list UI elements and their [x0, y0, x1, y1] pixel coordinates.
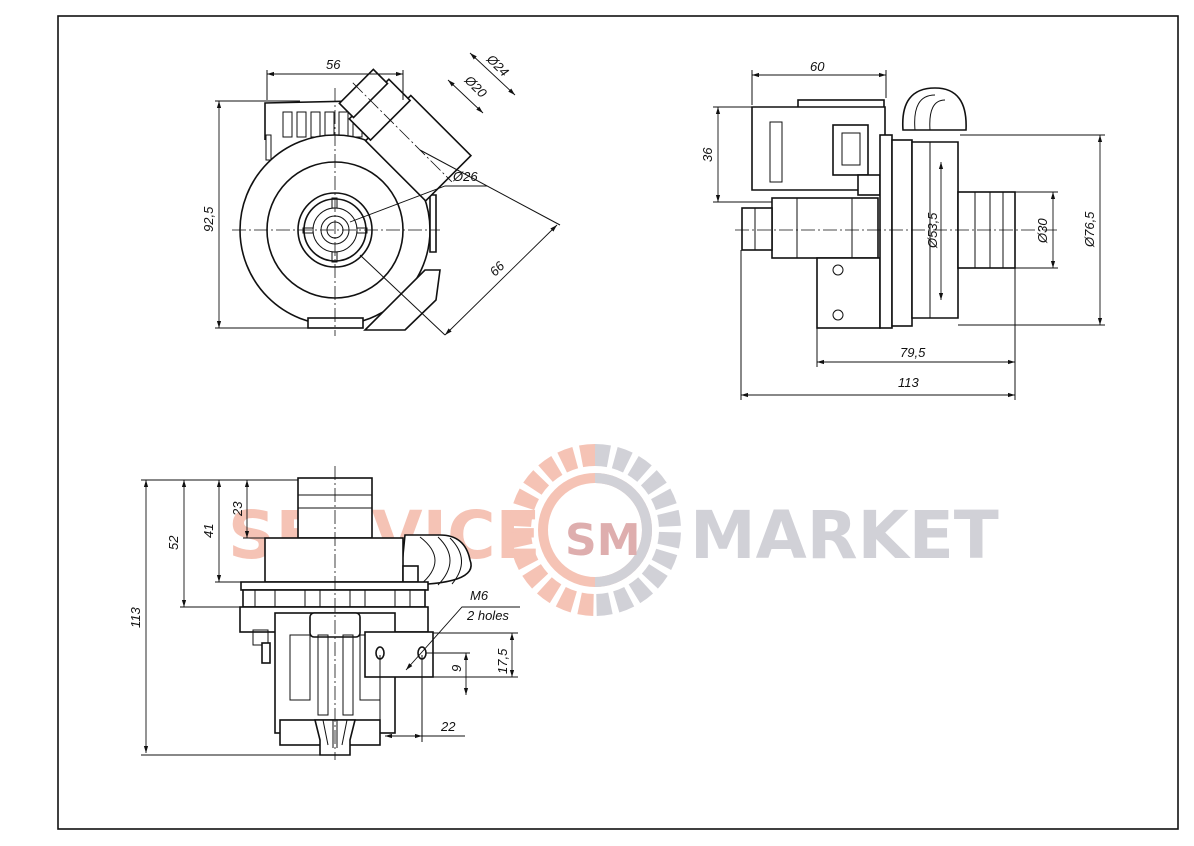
dim-flange-diameter: Ø53,5 — [925, 212, 940, 249]
watermark-market-text: MARKET — [690, 497, 999, 574]
gear-logo-icon: SM — [509, 444, 681, 616]
watermark: SERVICE SM MARKET — [228, 444, 999, 616]
dim-inlet-diameter: Ø26 — [452, 169, 478, 184]
dim-body-height: 41 — [201, 524, 216, 538]
dim-top-width: 60 — [810, 59, 825, 74]
top-view: 113 52 41 23 M6 2 holes 17,5 9 22 — [128, 466, 520, 760]
dim-width: 56 — [326, 57, 341, 72]
thread-label: M6 — [470, 588, 489, 603]
dim-flange-height: 52 — [166, 535, 181, 550]
holes-note: 2 holes — [466, 608, 509, 623]
dim-total-height: 113 — [128, 607, 143, 628]
dim-height: 92,5 — [201, 206, 216, 232]
side-view: 60 36 Ø53,5 Ø30 Ø76,5 79,5 113 — [700, 59, 1105, 400]
dim-pump-length: 79,5 — [900, 345, 926, 360]
dim-hole-offset: 9 — [449, 665, 464, 672]
dim-top-height: 36 — [700, 147, 715, 162]
dim-inlet-height: 23 — [230, 501, 245, 517]
front-view: 56 92,5 66 Ø24 Ø20 Ø26 — [201, 51, 561, 336]
logo-letters: SM — [565, 515, 640, 566]
drawing-frame — [57, 15, 1179, 830]
dim-housing-diameter: Ø76,5 — [1082, 211, 1097, 248]
dim-bracket-height: 17,5 — [495, 648, 510, 674]
dim-outlet-outer-diameter: Ø24 — [483, 51, 512, 80]
dim-inlet-diameter: Ø30 — [1035, 218, 1050, 244]
dim-total-length: 113 — [898, 375, 919, 390]
dim-hole-spacing: 22 — [440, 719, 456, 734]
